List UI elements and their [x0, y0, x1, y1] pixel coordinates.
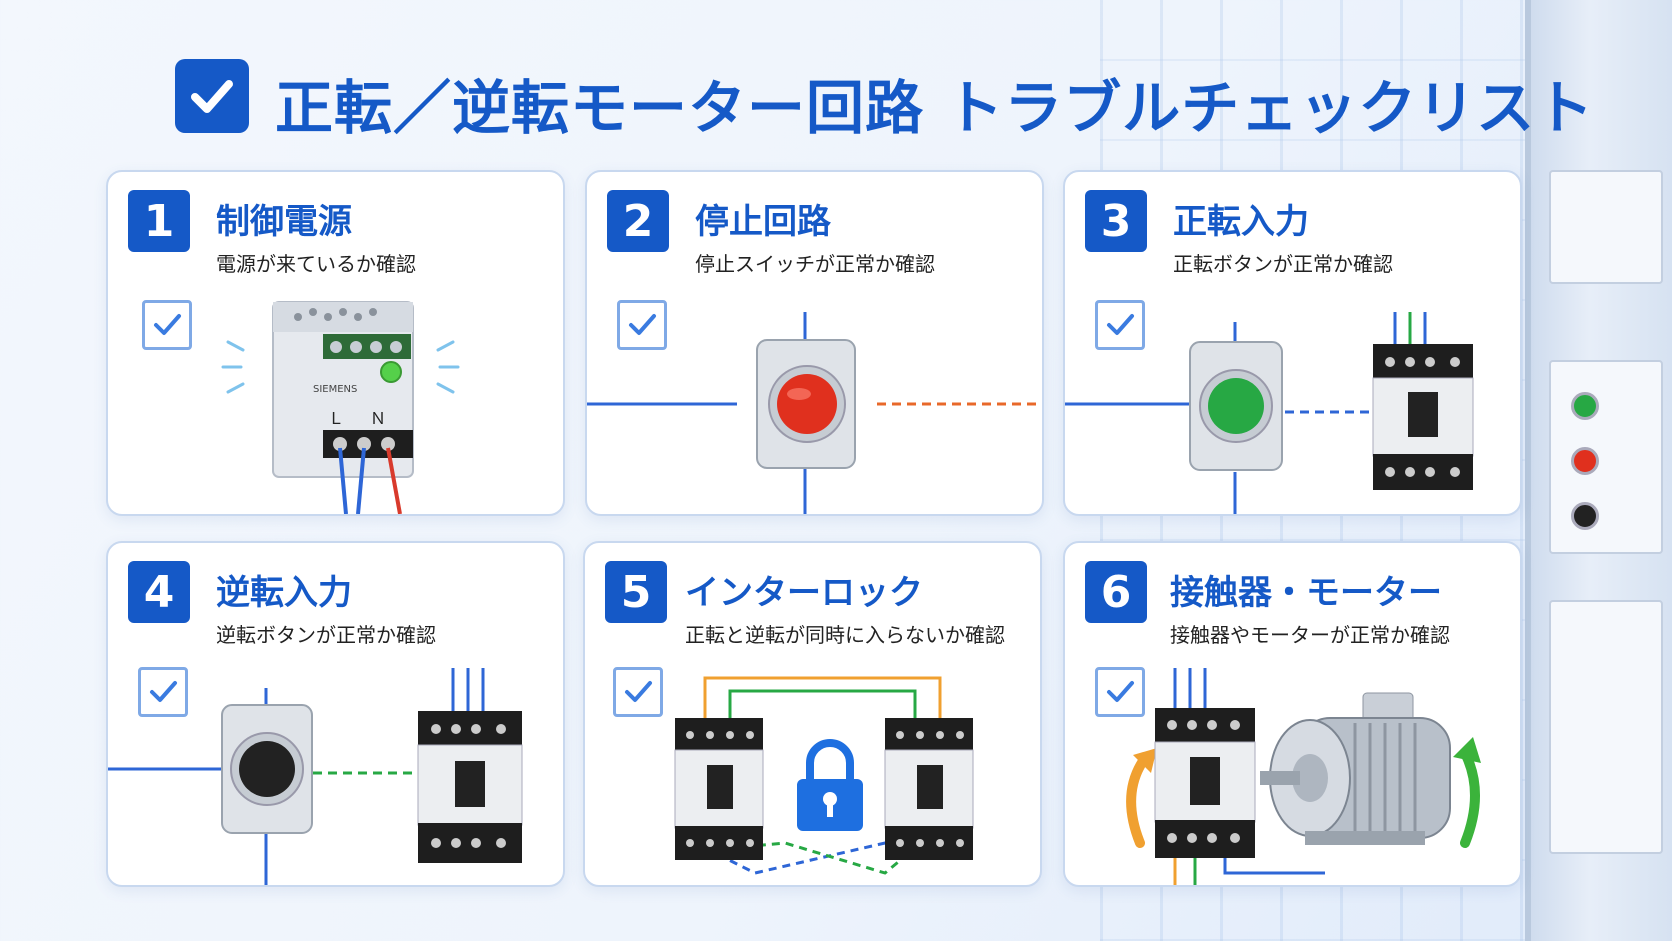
contactor-left-icon	[674, 718, 764, 860]
lock-icon	[797, 739, 863, 831]
checklist-card-6: 6 接触器・モーター 接触器やモーターが正常か確認	[1063, 541, 1522, 887]
contactor-icon	[1372, 312, 1474, 490]
contactor-icon	[1154, 668, 1325, 885]
contactor-right-icon	[884, 718, 974, 860]
step-checkbox[interactable]	[1095, 300, 1145, 350]
panel-green-lamp-icon	[1571, 392, 1599, 420]
checklist-card-4: 4 逆転入力 逆転ボタンが正常か確認	[106, 541, 565, 887]
step-number: 2	[607, 190, 669, 252]
stop-button-icon	[587, 312, 1042, 514]
step-title: 制御電源	[216, 202, 352, 242]
step-checkbox[interactable]	[617, 300, 667, 350]
contactor-icon	[417, 668, 523, 863]
page-title: 正転／逆転モーター回路 トラブルチェックリスト	[275, 74, 1595, 142]
step-description: 電源が来ているか確認	[216, 252, 416, 276]
step-checkbox[interactable]	[1095, 667, 1145, 717]
forward-button-icon	[1065, 312, 1474, 514]
checklist-card-5: 5 インターロック 正転と逆転が同時に入らないか確認	[583, 541, 1042, 887]
step-title: 正転入力	[1173, 202, 1309, 242]
step-title: 逆転入力	[216, 573, 352, 613]
step-checkbox[interactable]	[138, 667, 188, 717]
step-title: 停止回路	[695, 202, 831, 242]
device-brand: SIEMENS	[313, 384, 357, 395]
header-check-icon	[175, 59, 249, 133]
panel-red-lamp-icon	[1571, 447, 1599, 475]
power-supply-icon: SIEMENS Ｌ Ｎ	[221, 301, 460, 514]
panel-button-row	[1549, 360, 1663, 554]
checklist-card-3: 3 正転入力 正転ボタンが正常か確認	[1063, 170, 1522, 516]
step-description: 停止スイッチが正常か確認	[695, 252, 935, 276]
step-description: 接触器やモーターが正常か確認	[1170, 623, 1450, 647]
page-header: 正転／逆転モーター回路 トラブルチェックリスト	[175, 55, 1593, 142]
reverse-button-icon	[108, 668, 523, 885]
step-title: 接触器・モーター	[1170, 573, 1442, 613]
panel-breaker-row	[1549, 170, 1663, 284]
checklist-card-1: 1 制御電源 電源が来ているか確認 SIEMENS Ｌ Ｎ	[106, 170, 565, 516]
step-number: 1	[128, 190, 190, 252]
panel-terminal-row	[1549, 600, 1663, 854]
step-description: 逆転ボタンが正常か確認	[216, 623, 436, 647]
step-description: 正転ボタンが正常か確認	[1173, 252, 1393, 276]
step-title: インターロック	[685, 573, 923, 613]
checklist-card-2: 2 停止回路 停止スイッチが正常か確認	[585, 170, 1044, 516]
step-number: 5	[605, 561, 667, 623]
step-checkbox[interactable]	[142, 300, 192, 350]
control-panel-background	[1525, 0, 1672, 941]
interlock-icon	[674, 676, 974, 875]
terminal-label-n: Ｎ	[370, 409, 386, 428]
step-number: 6	[1085, 561, 1147, 623]
step-number: 3	[1085, 190, 1147, 252]
step-checkbox[interactable]	[613, 667, 663, 717]
contactor-motor-icon	[1126, 668, 1481, 885]
step-number: 4	[128, 561, 190, 623]
terminal-label-l: Ｌ	[328, 409, 344, 428]
panel-black-lamp-icon	[1571, 502, 1599, 530]
step-description: 正転と逆転が同時に入らないか確認	[685, 623, 1005, 647]
motor-icon	[1260, 692, 1451, 845]
